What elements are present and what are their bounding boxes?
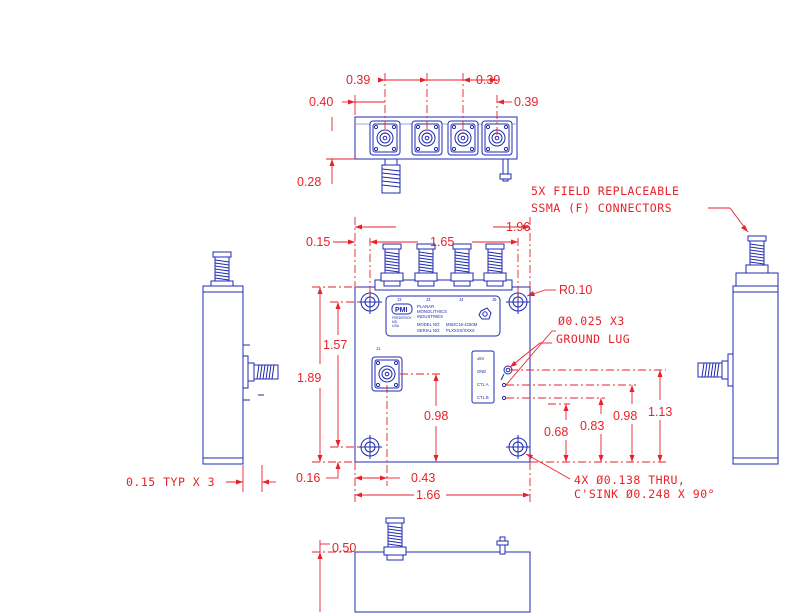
bottom-view: 0.50 bbox=[312, 517, 531, 613]
dim-lug-y2: 0.83 bbox=[580, 419, 604, 433]
pin-label-4: CTL B bbox=[477, 395, 489, 400]
model-label: MODEL NO: bbox=[417, 322, 440, 327]
top-connector-4 bbox=[481, 120, 513, 156]
bottom-view-body bbox=[354, 551, 531, 613]
pin-label-2: GND bbox=[477, 369, 486, 374]
front-connector-4 bbox=[483, 243, 507, 287]
note-holes-2: C'SINK Ø0.248 X 90° bbox=[574, 487, 715, 501]
dim-width-overall: 1.96 bbox=[506, 220, 530, 234]
pin-label-3: CTL A bbox=[477, 382, 489, 387]
front-connector-1 bbox=[380, 243, 404, 287]
left-view-side-connector bbox=[242, 355, 279, 389]
dim-conn-x: 0.43 bbox=[411, 471, 435, 485]
label-plate: J3 J3 J4 J5 PMI PLANAR MONOLITHICS INDUS… bbox=[385, 295, 501, 337]
top-dim-3: 0.40 bbox=[309, 95, 333, 109]
left-view-body bbox=[202, 285, 244, 465]
port-label-4: J5 bbox=[492, 297, 497, 302]
port-label-1: J3 bbox=[397, 297, 402, 302]
address-line-3: USA bbox=[392, 324, 400, 328]
top-dim-5: 0.28 bbox=[297, 175, 321, 189]
port-label-3: J4 bbox=[459, 297, 464, 302]
dim-conn-y: 0.98 bbox=[424, 409, 448, 423]
dim-width-inner: 1.65 bbox=[430, 235, 454, 249]
dim-radius: R0.10 bbox=[559, 283, 592, 297]
pmi-logo: PMI bbox=[395, 307, 408, 314]
port-label-2: J3 bbox=[426, 297, 431, 302]
note-connectors-2: SSMA (F) CONNECTORS bbox=[531, 201, 672, 215]
serial-label: SERIAL NO: bbox=[417, 328, 440, 333]
pin-label-block: ±5V GND CTL A CTL B bbox=[471, 350, 513, 404]
company-line-1: PLANAR bbox=[417, 304, 434, 309]
bottom-view-ground-lug bbox=[496, 536, 509, 555]
note-typ: 0.15 TYP X 3 bbox=[126, 475, 215, 489]
right-view-top-connector bbox=[745, 235, 769, 279]
right-view-side-connector bbox=[697, 353, 734, 387]
top-view-ground-lug bbox=[499, 158, 512, 182]
pin-label-1: ±5V bbox=[477, 356, 485, 361]
note-connectors-1: 5X FIELD REPLACEABLE bbox=[531, 184, 679, 198]
company-line-2: MONOLITHICS bbox=[417, 309, 447, 314]
front-connector-2 bbox=[414, 243, 438, 287]
dim-lug-y3: 0.98 bbox=[613, 409, 637, 423]
company-line-3: INDUSTRIES bbox=[417, 314, 443, 319]
dim-left-offset: 0.15 bbox=[306, 235, 330, 249]
dim-base-width: 1.66 bbox=[416, 488, 440, 502]
top-dim-2: 0.39 bbox=[476, 73, 500, 87]
address-line-2: MD bbox=[392, 320, 398, 324]
note-ground-lug: GROUND LUG bbox=[556, 332, 630, 346]
port-label-j1: J1 bbox=[376, 346, 381, 351]
dim-lug-y4: 1.13 bbox=[648, 405, 672, 419]
top-dim-1: 0.39 bbox=[346, 73, 370, 87]
dim-lug-y1: 0.68 bbox=[544, 425, 568, 439]
note-pin-dia: Ø0.025 X3 bbox=[558, 314, 625, 328]
dim-bottom-offset: 0.16 bbox=[296, 471, 320, 485]
front-view: J3 J3 J4 J5 PMI PLANAR MONOLITHICS INDUS… bbox=[296, 184, 749, 503]
top-dim-4: 0.39 bbox=[514, 95, 538, 109]
note-holes-1: 4X Ø0.138 THRU, bbox=[574, 473, 685, 487]
dim-height-inner: 1.57 bbox=[323, 338, 347, 352]
dim-bottom-height: 0.50 bbox=[332, 541, 356, 555]
address-line-1: FREDERICK bbox=[392, 316, 412, 320]
left-side-view: 0.15 TYP X 3 bbox=[126, 251, 279, 492]
serial-value: PLXXXX/XXXX bbox=[446, 328, 475, 333]
top-view: 0.39 0.39 0.40 0.39 0.28 bbox=[297, 73, 538, 194]
right-view-body bbox=[732, 285, 779, 465]
right-side-view bbox=[697, 235, 779, 465]
dim-height-overall: 1.89 bbox=[297, 371, 321, 385]
model-value: MSDC16-4150M bbox=[446, 322, 478, 327]
front-connector-3 bbox=[450, 243, 474, 287]
top-view-side-connector bbox=[381, 158, 401, 194]
bottom-view-connector bbox=[383, 517, 407, 561]
